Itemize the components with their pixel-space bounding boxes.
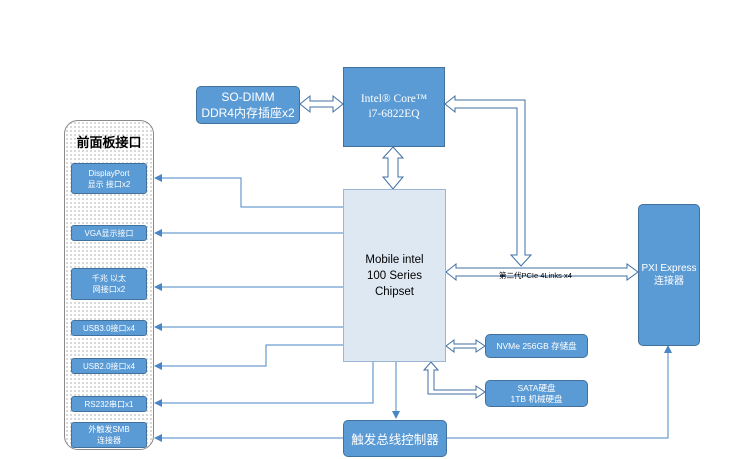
link-cpu-chipset xyxy=(381,146,405,190)
link-trigger-pxi xyxy=(447,345,672,439)
pxi-express-connector: PXI Express 连接器 xyxy=(638,204,700,346)
link-chipset-sata xyxy=(422,361,486,399)
port-usb2: USB2.0接口x4 xyxy=(71,358,147,374)
port-gigabit-ethernet: 千兆 以太 网接口x2 xyxy=(71,268,147,300)
front-panel-title: 前面板接口 xyxy=(76,135,142,150)
port-vga: VGA显示接口 xyxy=(71,225,147,241)
link-chipset-displayport xyxy=(154,174,343,208)
pcie-link-label: 第二代PCIe 4Links x4 xyxy=(499,271,572,280)
link-chipset-rs232 xyxy=(154,362,374,407)
link-chipset-usb2 xyxy=(154,344,343,370)
link-cpu-pcie xyxy=(444,94,533,267)
cpu-block: Intel® Core™ i7-6822EQ xyxy=(343,67,445,147)
port-smb-trigger: 外触发SMB 连接器 xyxy=(71,422,147,448)
port-displayport: DisplayPort 显示 接口x2 xyxy=(71,163,147,194)
link-sodimm-cpu xyxy=(299,94,344,114)
link-chipset-nvme xyxy=(445,339,486,353)
chipset-block: Mobile intel 100 Series Chipset xyxy=(343,189,446,362)
trigger-bus-controller: 触发总线控制器 xyxy=(343,420,447,457)
port-rs232: RS232串口x1 xyxy=(71,396,147,412)
port-usb3: USB3.0接口x4 xyxy=(71,320,147,336)
sata-hdd: SATA硬盘 1TB 机械硬盘 xyxy=(485,380,588,407)
nvme-storage: NVMe 256GB 存储盘 xyxy=(485,334,588,358)
sodimm-block: SO-DIMM DDR4内存插座x2 xyxy=(196,86,300,124)
